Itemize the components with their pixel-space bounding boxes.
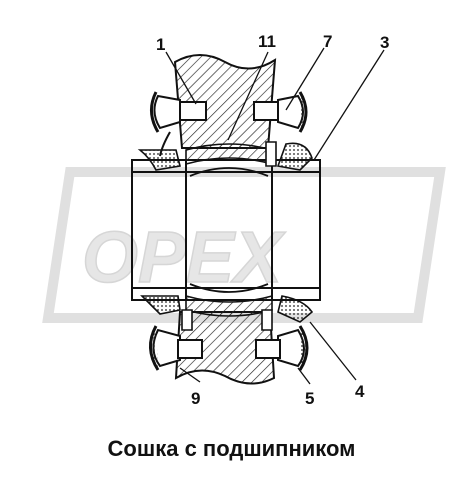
callout-3: 3 (380, 33, 389, 52)
seal-lower-left (140, 295, 203, 371)
callout-7: 7 (323, 32, 332, 51)
watermark-text: OPEX (82, 218, 286, 298)
seal-upper-right (253, 91, 313, 171)
seal-upper-left (137, 91, 207, 171)
callout-5: 5 (305, 389, 314, 408)
callout-11: 11 (258, 32, 276, 51)
leader-lines (165, 47, 385, 385)
callout-9: 9 (191, 389, 200, 408)
callout-1: 1 (156, 35, 165, 54)
callouts: 1 11 7 3 9 5 4 (156, 32, 389, 408)
lower-arm (174, 294, 276, 385)
seal-lower-right (255, 295, 314, 371)
callout-4: 4 (355, 382, 365, 401)
outer-sleeve (131, 159, 321, 301)
figure-caption: Сошка с подшипником (107, 436, 356, 461)
bearing-balls (189, 167, 269, 293)
watermark: OPEX (42, 167, 446, 323)
